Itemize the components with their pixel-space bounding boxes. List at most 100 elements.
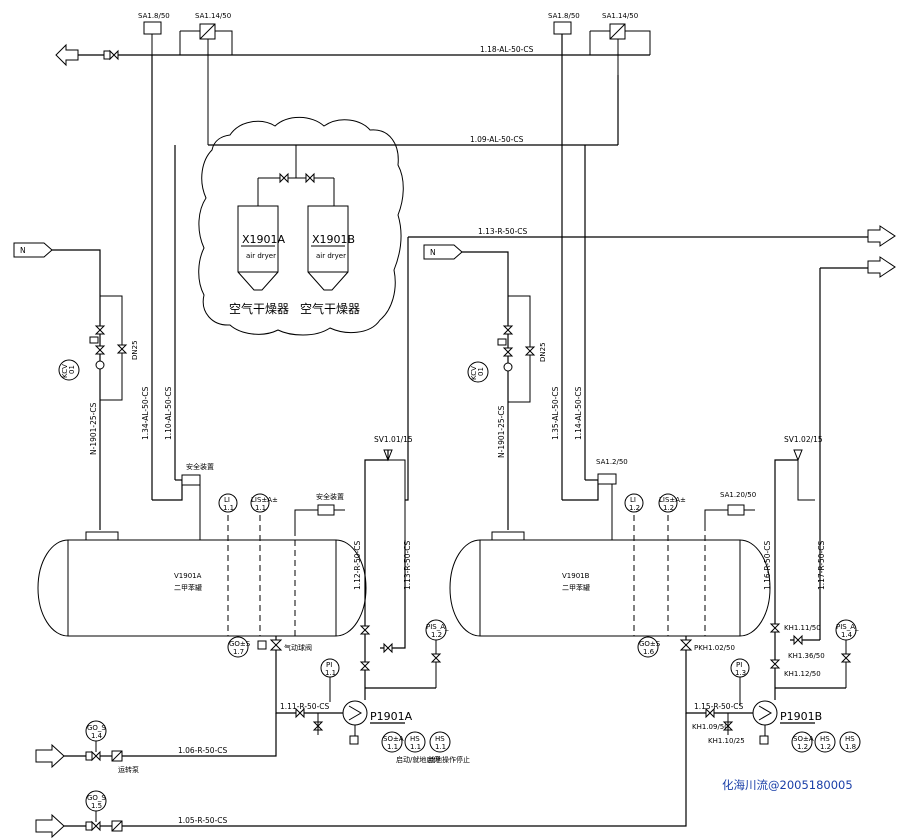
svg-text:启动/就地启停: 启动/就地启停 (396, 755, 440, 764)
line-111: 1.11-R-50-CS (280, 702, 330, 711)
tank-b-desc: 二甲苯罐 (562, 583, 590, 592)
dryer-a-desc: air dryer (246, 252, 276, 260)
lis-instrument-b (658, 493, 678, 513)
pis-valve-a (430, 653, 442, 663)
svg-text:PI: PI (326, 661, 332, 669)
bottom-valve-a (269, 639, 283, 651)
svg-text:KH1.11/50: KH1.11/50 (784, 624, 821, 632)
li-instrument-a (218, 493, 238, 513)
svg-text:KH1.12/50: KH1.12/50 (784, 670, 821, 678)
n-valve-a2 (94, 345, 106, 355)
svg-text:HS: HS (435, 735, 445, 743)
valve (109, 49, 119, 61)
kcv-label-a: KCV (61, 364, 69, 378)
bottom-valve-b (679, 639, 693, 651)
outlet-arrow-right-2 (867, 256, 896, 278)
inlet-valve-a (295, 707, 305, 719)
pump-a-valve-2 (359, 661, 371, 671)
svg-text:1.8: 1.8 (845, 743, 856, 751)
n-label-b: N (430, 248, 436, 257)
soa-instrument-a (381, 731, 403, 753)
svg-text:01: 01 (68, 365, 76, 374)
svg-text:气动球阀: 气动球阀 (284, 643, 312, 652)
svg-text:GO±S: GO±S (229, 640, 251, 648)
kcv-circle-b (467, 361, 489, 383)
kcv-actuator-a (89, 336, 99, 344)
svg-text:1.6: 1.6 (643, 648, 655, 656)
line-105: 1.05-R-50-CS (178, 816, 228, 825)
line-117: 1.17-R-50-CS (817, 540, 826, 590)
return-valve-b (793, 634, 803, 646)
svg-text:SO±A: SO±A (383, 735, 404, 743)
line-116: 1.16-R-50-CS (763, 540, 772, 590)
safety-device-a1 (143, 21, 162, 35)
svg-text:1.1: 1.1 (435, 743, 446, 751)
go-s-instrument-2 (85, 790, 107, 812)
hs-instrument-b1 (814, 731, 836, 753)
svg-text:KH1.10/25: KH1.10/25 (708, 737, 745, 745)
line-label-109: 1.09-AL-50-CS (470, 135, 524, 144)
svg-text:KH1.36/50: KH1.36/50 (788, 652, 825, 660)
svg-text:1.2: 1.2 (629, 504, 640, 512)
svg-text:KH1.09/50: KH1.09/50 (692, 723, 729, 731)
n-inlet-b (423, 244, 463, 260)
svg-text:LI: LI (630, 496, 636, 504)
pump-p1901b (752, 700, 778, 726)
dryer-valve-a (279, 172, 289, 184)
svg-text:GO_S: GO_S (87, 724, 106, 732)
dryer-a-tag: X1901A (242, 233, 286, 246)
go-s-instrument-1 (85, 720, 107, 742)
dryer-b-desc: air dryer (316, 252, 346, 260)
return-valve-a (383, 642, 393, 654)
motor-a (349, 735, 359, 745)
n-valve-b1 (502, 325, 514, 335)
tank-a-tag: V1901A (174, 572, 202, 580)
n-valve-a1 (94, 325, 106, 335)
tank-v1901a (37, 539, 367, 637)
kcv-circle-a (58, 359, 80, 381)
inlet-valve-b (705, 707, 715, 719)
soa-instrument-b (791, 731, 813, 753)
inlet-valve-2 (91, 820, 101, 832)
pump-a-tag: P1901A (370, 710, 413, 723)
svg-text:HS: HS (845, 735, 855, 743)
li-instrument-b (624, 493, 644, 513)
pump-p1901a (342, 700, 368, 726)
tank-v1901b (449, 539, 771, 637)
n-label-a: N (20, 246, 26, 255)
inlet-arrow-1 (35, 743, 65, 769)
safety-device-side-b (727, 504, 745, 516)
line-106: 1.06-R-50-CS (178, 746, 228, 755)
tank-a-desc: 二甲苯罐 (174, 583, 202, 592)
gos-instrument-b (637, 636, 659, 658)
pump-b-valve-2 (769, 659, 781, 669)
svg-text:1.1: 1.1 (387, 743, 398, 751)
safety-device-top-b (597, 473, 617, 485)
safety-device-side-a (317, 504, 335, 516)
n-orifice-b (503, 362, 513, 372)
line-115: 1.15-R-50-CS (694, 702, 744, 711)
n-line-label-a: N-1901-25-CS (89, 402, 98, 455)
watermark-text: 化海川流@2005180005 (722, 778, 853, 792)
pump-b-tag: P1901B (780, 710, 822, 723)
flange (85, 751, 93, 761)
svg-text:1.3: 1.3 (735, 669, 746, 677)
outlet-arrow-right-1 (867, 225, 896, 247)
line-114: 1.14-AL-50-CS (574, 386, 583, 440)
flange (85, 821, 93, 831)
svg-text:1.5: 1.5 (91, 802, 102, 810)
svg-text:GO_S: GO_S (87, 794, 106, 802)
svg-text:安全装置: 安全装置 (316, 492, 344, 501)
n-line-label-b: N-1901-25-CS (497, 405, 506, 458)
svg-text:运转泵: 运转泵 (118, 765, 139, 774)
svg-text:HS: HS (410, 735, 420, 743)
safety-text-a: 安全装置 (186, 462, 214, 471)
dryer-a-cn: 空气干燥器 (229, 301, 289, 316)
svg-text:SO±A: SO±A (793, 735, 814, 743)
top-header-piping: 1.18-AL-50-CS SA1.8/50 SA1.14/50 SA1.8/5… (55, 12, 651, 500)
svg-text:1.1: 1.1 (255, 504, 266, 512)
dryer-b (307, 205, 349, 291)
svg-text:01: 01 (477, 367, 485, 376)
line-135: 1.35-AL-50-CS (551, 386, 560, 440)
pump-b-valve-1 (769, 623, 781, 633)
